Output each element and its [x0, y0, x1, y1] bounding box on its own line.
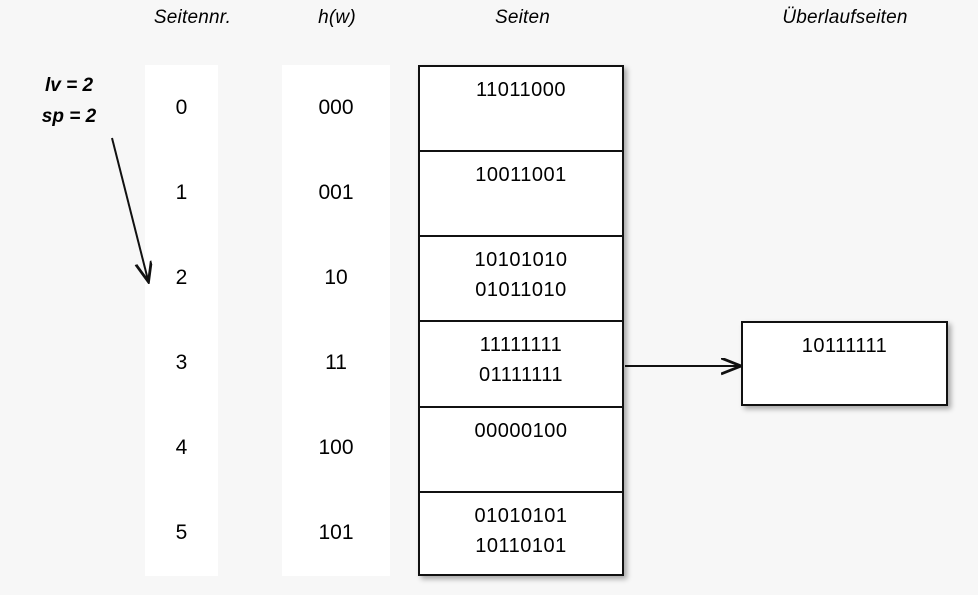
seitennr-cell: 1 [175, 180, 188, 204]
page-entry: 10101010 [474, 249, 568, 272]
seitennr-cell: 3 [175, 351, 188, 375]
page-cell: 00000100 [420, 408, 622, 493]
column-header-seiten: Seiten [494, 7, 551, 28]
column-header-seitennr: Seitennr. [153, 7, 232, 28]
seitennr-cell: 2 [175, 265, 188, 289]
page-entry: 10110101 [475, 534, 567, 557]
page-entry: 00000100 [474, 419, 568, 442]
split-pointer-arrow [111, 137, 148, 280]
hw-cell: 101 [318, 521, 354, 545]
page-entry: 01011010 [475, 279, 567, 302]
hw-cell: 001 [318, 180, 354, 204]
page-entry: 10011001 [475, 164, 567, 187]
parameter-block: lv = 2 sp = 2 [14, 70, 124, 132]
hw-cell: 100 [318, 436, 354, 460]
overflow-page-entry: 10111111 [801, 335, 888, 357]
page-entry: 01010101 [474, 504, 568, 527]
param-lv: lv = 2 [44, 75, 94, 96]
page-entry: 01111111 [478, 364, 564, 387]
page-cell: 11011000 [420, 67, 622, 153]
pages-box: 11011000 10011001 10101010 01011010 1111… [418, 65, 624, 576]
hw-column: 000 001 10 11 100 101 [282, 65, 390, 576]
column-header-ueberlaufseiten: Überlaufseiten [782, 7, 908, 28]
page-cell: 11111111 01111111 [420, 322, 622, 408]
page-cell: 01010101 10110101 [420, 493, 622, 578]
page-cell: 10011001 [420, 152, 622, 238]
seitennr-cell: 5 [175, 521, 188, 545]
seitennr-cell: 4 [175, 436, 188, 460]
page-entry: 11111111 [479, 334, 563, 357]
hw-cell: 11 [325, 351, 347, 375]
seitennr-column: 0 1 2 3 4 5 [145, 65, 218, 576]
overflow-page-box: 10111111 [741, 321, 948, 406]
param-sp: sp = 2 [41, 106, 97, 127]
column-header-hw: h(w) [318, 7, 356, 28]
hw-cell: 10 [324, 265, 348, 289]
seitennr-cell: 0 [175, 95, 188, 119]
page-cell: 10101010 01011010 [420, 237, 622, 323]
hw-cell: 000 [318, 95, 354, 119]
page-entry: 11011000 [475, 79, 566, 101]
